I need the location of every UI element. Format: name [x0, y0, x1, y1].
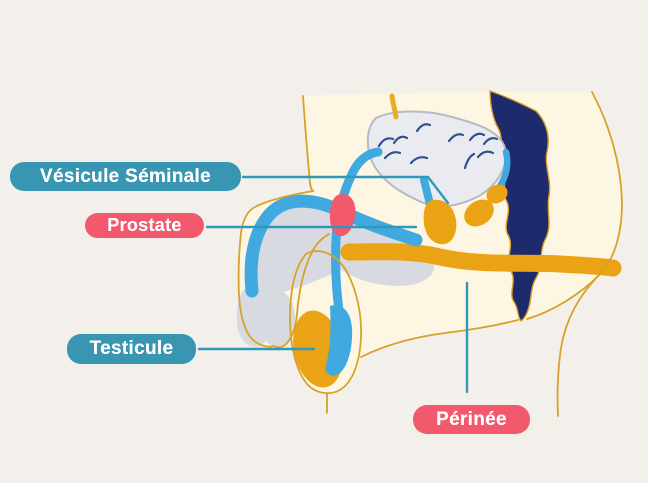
gluteal-fold-line: [526, 273, 601, 320]
bladder-shape: [366, 110, 507, 208]
perineum-underside-line: [360, 319, 519, 358]
vesicle-lobe-3: [486, 184, 508, 204]
label-testicle: Testicule: [67, 334, 196, 364]
abdomen-penis-outline: [237, 95, 330, 349]
vesicle-lobe-2: [464, 199, 494, 227]
prostate-shape: [329, 194, 356, 237]
leader-lines: [197, 175, 469, 394]
scrotum-outline: [289, 250, 363, 395]
epididymis-shape: [325, 305, 353, 376]
bladder-marks: [377, 123, 499, 170]
vesicle-lobe-1: [423, 199, 457, 245]
perineal-muscle-band: [340, 243, 622, 277]
bladder-stub: [389, 93, 399, 120]
seminal-vesicles: [423, 184, 508, 245]
leader-seminal-vesicle: [241, 175, 450, 205]
body-outlines: [237, 91, 623, 417]
label-prostate: Prostate: [85, 213, 204, 238]
glans: [236, 284, 296, 348]
label-seminal-vesicle: Vésicule Séminale: [10, 162, 241, 191]
label-perineum: Périnée: [413, 405, 530, 434]
